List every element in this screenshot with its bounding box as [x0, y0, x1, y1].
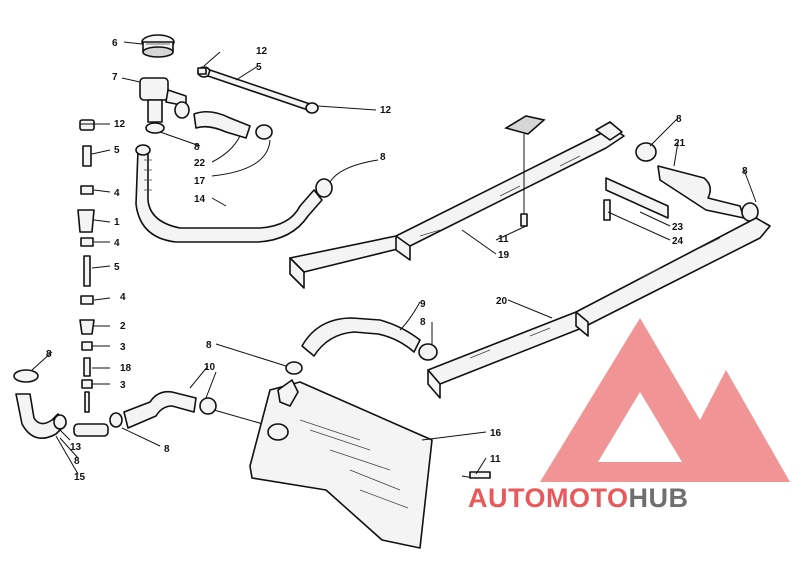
callout-11-bottom: 11 — [490, 454, 501, 465]
callout-8-hose14: 8 — [380, 152, 386, 163]
watermark-logo — [540, 318, 790, 482]
callout-8-neck: 8 — [194, 142, 200, 153]
callout-7: 7 — [112, 72, 118, 83]
bracket-top — [503, 115, 546, 227]
hose-9 — [301, 317, 438, 361]
callout-labels: 6 7 12 5 12 12 5 4 1 4 5 4 2 3 18 3 8 13… — [46, 38, 748, 483]
clamp-8-hose14 — [315, 178, 333, 198]
callout-14: 14 — [194, 194, 206, 205]
tube-13 — [53, 412, 123, 437]
callout-3-b: 3 — [120, 380, 126, 391]
callout-22: 22 — [194, 158, 206, 169]
callout-8-lower: 8 — [74, 456, 80, 467]
watermark-text-secondary: HUB — [629, 483, 689, 513]
callout-2: 2 — [120, 321, 126, 332]
callout-5-left: 5 — [114, 145, 120, 156]
callout-4-a: 4 — [114, 188, 120, 199]
bracket-23 — [603, 177, 669, 221]
callout-8-right: 8 — [742, 166, 748, 177]
callout-9: 9 — [420, 299, 426, 310]
clamp-8-neck — [145, 122, 165, 134]
hose-15 — [13, 369, 67, 440]
callout-12-left: 12 — [114, 119, 126, 130]
svg-text:AUTOMOTOHUB: AUTOMOTOHUB — [468, 483, 689, 513]
callout-8-bottom: 8 — [164, 444, 170, 455]
callout-8-mid: 8 — [206, 340, 212, 351]
hose-short-upper — [174, 101, 273, 140]
channel-19 — [289, 121, 625, 289]
tube-5-top — [207, 69, 311, 111]
callout-11-top: 11 — [498, 234, 509, 245]
hose-14 — [135, 144, 323, 243]
callout-4-b: 4 — [114, 238, 120, 249]
callout-24: 24 — [672, 236, 684, 247]
callout-5-top: 5 — [256, 62, 262, 73]
clamp-12-right — [305, 102, 319, 114]
callout-13: 13 — [70, 442, 82, 453]
callout-15: 15 — [74, 472, 86, 483]
callout-17: 17 — [194, 176, 206, 187]
callout-23: 23 — [672, 222, 684, 233]
left-stack — [77, 119, 95, 413]
callout-10: 10 — [204, 362, 216, 373]
watermark-text-primary: AUTOMOTO — [468, 483, 629, 513]
callout-6: 6 — [112, 38, 118, 49]
radiator-panel — [249, 381, 491, 549]
callout-19: 19 — [498, 250, 510, 261]
callout-3-a: 3 — [120, 342, 126, 353]
callout-4-c: 4 — [120, 292, 126, 303]
callout-20: 20 — [496, 296, 508, 307]
callout-18: 18 — [120, 363, 132, 374]
callout-8-left: 8 — [46, 349, 52, 360]
radiator-cap — [141, 34, 175, 58]
callout-12-top: 12 — [256, 46, 268, 57]
callout-21: 21 — [674, 138, 686, 149]
callout-1: 1 — [114, 217, 120, 228]
callout-12-right: 12 — [380, 105, 392, 116]
hose-small-radiator — [277, 361, 303, 407]
callout-16: 16 — [490, 428, 502, 439]
callout-5-mid: 5 — [114, 262, 120, 273]
callout-8-hose21: 8 — [676, 114, 682, 125]
watermark-triangle-icon — [540, 318, 790, 482]
callout-8-hose9: 8 — [420, 317, 426, 328]
leader-lines — [31, 41, 757, 475]
hose-10 — [123, 390, 271, 429]
channel-20 — [427, 217, 771, 399]
watermark-text: AUTOMOTOHUB — [468, 483, 689, 513]
